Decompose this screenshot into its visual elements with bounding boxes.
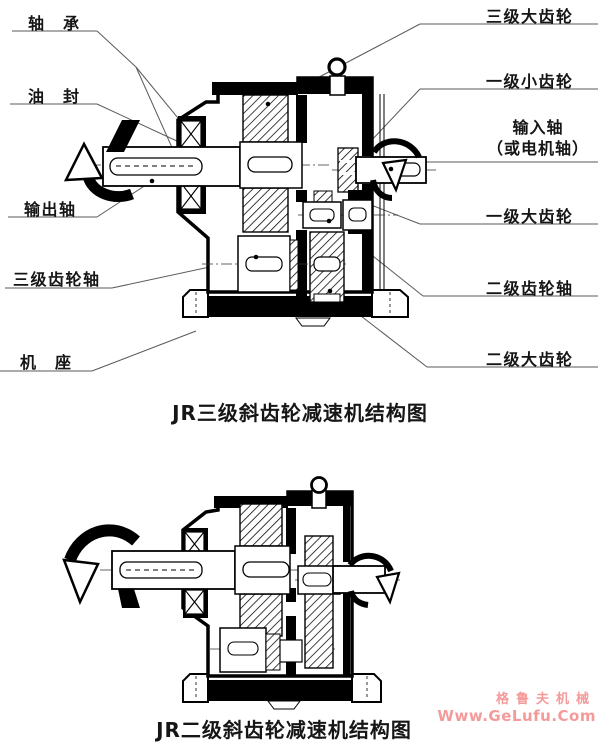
machine-base	[182, 289, 409, 318]
bearings	[178, 116, 206, 214]
output-rotation-arrow-2	[62, 524, 140, 608]
label-stage3-big-gear: 三级大齿轮	[486, 7, 574, 26]
figure1-caption: JR三级斜齿轮减速机结构图	[172, 401, 428, 425]
figure2-caption: JR二级斜齿轮减速机结构图	[156, 718, 412, 742]
stage3-big-gear	[239, 94, 303, 233]
stage2-big-gear	[309, 231, 345, 303]
input-shaft-2	[332, 565, 386, 594]
label-stage1-small-gear: 一级小齿轮	[486, 72, 574, 91]
label-machine-base: 机 座	[20, 353, 73, 372]
label-output-shaft: 输出轴	[24, 200, 77, 219]
label-oil-seal: 油 封	[28, 87, 81, 106]
callout-dots	[149, 101, 394, 294]
output-rotation-arrow	[63, 120, 140, 203]
watermark-site: Www.GeLufu.Com	[437, 707, 596, 725]
label-input-shaft-line2: （或电机轴）	[486, 139, 589, 158]
output-shaft	[102, 146, 241, 187]
label-input-shaft: 输入轴 （或电机轴）	[476, 117, 600, 159]
label-stage3-gear-shaft: 三级齿轮轴	[13, 270, 101, 289]
stage1-small-gear	[337, 147, 359, 193]
figure1-drawing	[0, 23, 598, 372]
eye-bolt-2	[310, 476, 328, 494]
watermark-brand: 格鲁夫机械	[495, 692, 596, 707]
lower-shaft-2	[219, 627, 303, 673]
label-input-shaft-line1: 输入轴	[512, 118, 564, 137]
eye-bolt	[327, 57, 347, 77]
label-bearing: 轴 承	[28, 14, 81, 33]
input-rotation-arrow-2	[347, 553, 401, 608]
label-stage2-big-gear: 二级大齿轮	[486, 350, 574, 369]
input-rotation-arrow	[370, 138, 422, 201]
output-shaft-2	[111, 550, 236, 590]
bearings-2	[183, 528, 208, 618]
label-stage1-big-gear: 一级大齿轮	[486, 207, 574, 226]
watermark: 格鲁夫机械 Www.GeLufu.Com	[437, 692, 596, 724]
label-stage2-gear-shaft: 二级齿轮轴	[486, 279, 574, 298]
stage3-gear-shaft	[237, 235, 299, 293]
stage2-gear-shaft	[302, 190, 342, 229]
figure2-drawing	[62, 476, 401, 710]
stage1-big-gear	[342, 190, 373, 234]
big-gear-2	[234, 503, 291, 637]
